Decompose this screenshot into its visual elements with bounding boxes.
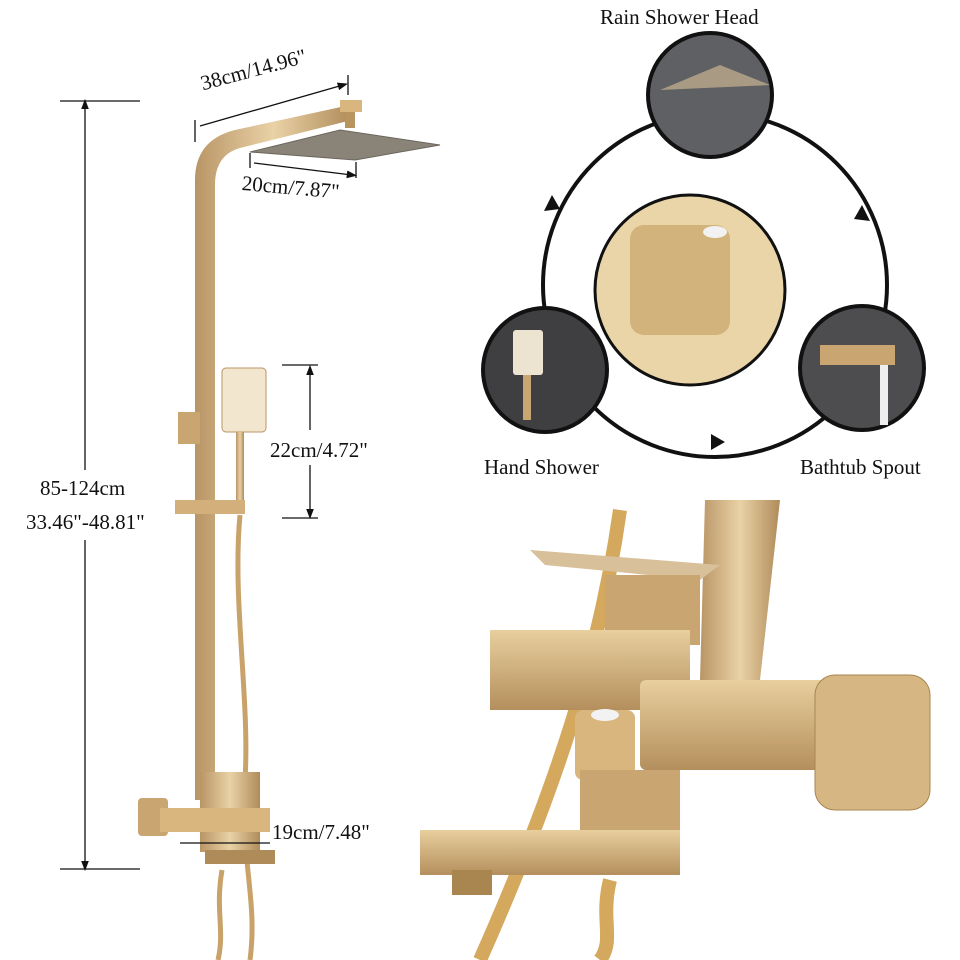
- height-cm-label: 85-124cm: [40, 476, 126, 500]
- rain-shower-head-label: Rain Shower Head: [600, 5, 759, 29]
- rain-shower-thumbnail: [646, 31, 774, 159]
- dimension-lines: [60, 75, 358, 872]
- hand-shower-label: Hand Shower: [484, 455, 599, 479]
- function-diagram: [481, 31, 926, 459]
- rain-shower-head: [249, 129, 441, 161]
- bathtub-spout-thumbnail: [798, 304, 926, 432]
- valve-closeup: [420, 500, 931, 960]
- shower-column: [138, 100, 441, 960]
- bathtub-spout-label: Bathtub Spout: [800, 455, 921, 479]
- height-in-label: 33.46"-48.81": [26, 510, 145, 534]
- hand-shower-thumbnail: [481, 306, 609, 434]
- hand-shower-length-label: 22cm/4.72": [270, 438, 368, 462]
- spout-length-label: 19cm/7.48": [272, 820, 370, 844]
- hand-shower-head: [221, 367, 267, 433]
